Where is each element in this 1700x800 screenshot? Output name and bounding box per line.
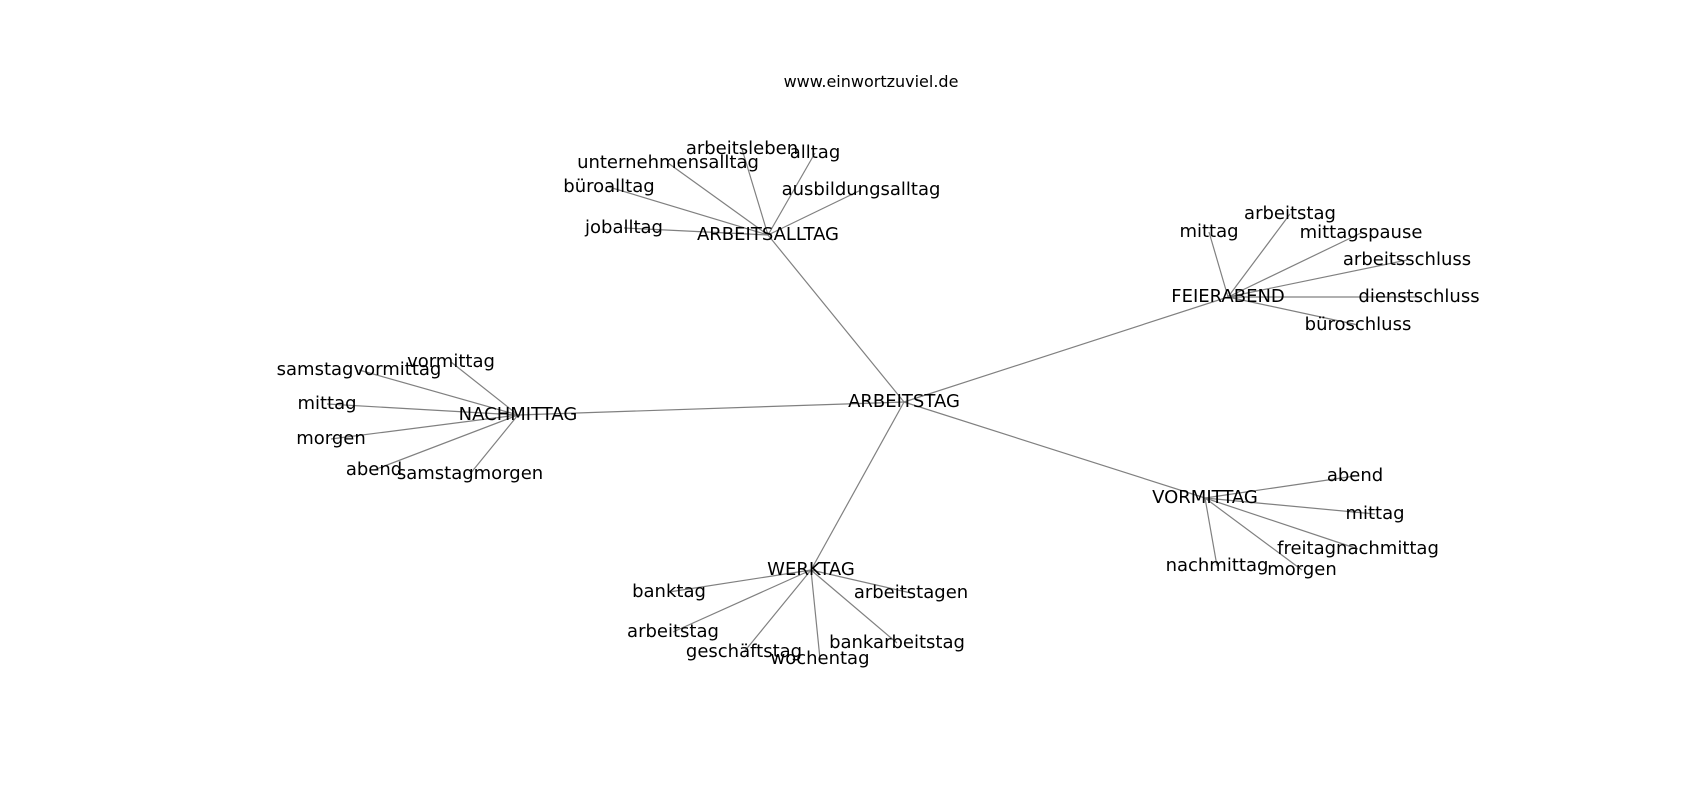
node-nachmittag-leaf: morgen xyxy=(296,428,366,449)
edge-center-nachmittag xyxy=(517,401,905,416)
node-feierabend: FEIERABEND xyxy=(1171,286,1285,307)
watermark-text: www.einwortzuviel.de xyxy=(783,72,959,91)
node-arbeitsalltag: ARBEITSALLTAG xyxy=(697,224,839,245)
edge-nachmittag-2 xyxy=(326,403,519,416)
node-werktag: WERKTAG xyxy=(767,559,855,580)
edge-vormittag-1 xyxy=(1204,497,1376,515)
node-arbeitsalltag-leaf: alltag xyxy=(790,142,841,163)
edge-werktag-4 xyxy=(743,569,812,653)
node-feierabend-leaf: mittagspause xyxy=(1300,222,1423,243)
node-werktag-leaf: bankarbeitstag xyxy=(829,632,965,653)
edge-feierabend-2 xyxy=(1227,232,1362,298)
edge-vormittag-4 xyxy=(1204,497,1303,571)
edge-feierabend-1 xyxy=(1227,213,1291,298)
node-center: ARBEITSTAG xyxy=(848,391,960,412)
edge-center-feierabend xyxy=(903,296,1229,403)
edge-nachmittag-3 xyxy=(330,414,519,440)
node-arbeitsalltag-leaf: unternehmensalltag xyxy=(577,152,759,173)
node-nachmittag: NACHMITTAG xyxy=(459,404,578,425)
node-feierabend-leaf: mittag xyxy=(1179,221,1238,242)
edge-center-arbeitsalltag xyxy=(767,234,905,403)
node-arbeitsalltag-leaf: arbeitsleben xyxy=(686,138,798,159)
edge-werktag-5 xyxy=(810,569,821,660)
node-nachmittag-leaf: vormittag xyxy=(407,351,495,372)
node-vormittag-leaf: morgen xyxy=(1267,559,1337,580)
edge-feierabend-0 xyxy=(1208,231,1229,298)
edge-center-werktag xyxy=(810,401,905,571)
node-feierabend-leaf: dienstschluss xyxy=(1358,286,1479,307)
edge-arbeitsalltag-0 xyxy=(667,162,769,236)
node-werktag-leaf: arbeitstagen xyxy=(854,582,968,603)
node-feierabend-leaf: arbeitstag xyxy=(1244,203,1336,224)
graph-edges xyxy=(326,148,1419,660)
edge-feierabend-3 xyxy=(1227,259,1408,298)
edge-arbeitsalltag-4 xyxy=(767,189,862,236)
edge-arbeitsalltag-1 xyxy=(741,148,769,236)
node-nachmittag-leaf: samstagmorgen xyxy=(397,463,543,484)
edge-nachmittag-0 xyxy=(358,369,519,416)
edge-werktag-2 xyxy=(672,569,812,633)
node-feierabend-leaf: büroschluss xyxy=(1305,314,1412,335)
node-feierabend-leaf: arbeitsschluss xyxy=(1343,249,1471,270)
node-nachmittag-leaf: mittag xyxy=(297,393,356,414)
node-vormittag-leaf: abend xyxy=(1327,465,1383,486)
node-vormittag-leaf: nachmittag xyxy=(1166,555,1269,576)
edge-arbeitsalltag-3 xyxy=(608,186,769,236)
node-arbeitsalltag-leaf: büroalltag xyxy=(563,176,654,197)
edge-vormittag-0 xyxy=(1204,475,1356,499)
edge-center-vormittag xyxy=(903,401,1206,499)
edge-arbeitsalltag-2 xyxy=(767,152,816,236)
node-werktag-leaf: wochentag xyxy=(770,648,869,669)
node-arbeitsalltag-leaf: ausbildungsalltag xyxy=(782,179,941,200)
edge-werktag-0 xyxy=(668,569,812,593)
edge-nachmittag-5 xyxy=(469,414,519,475)
edge-werktag-1 xyxy=(810,569,912,594)
edge-arbeitsalltag-5 xyxy=(623,227,769,236)
node-nachmittag-leaf: abend xyxy=(346,459,402,480)
node-vormittag-leaf: mittag xyxy=(1345,503,1404,524)
node-werktag-leaf: banktag xyxy=(632,581,706,602)
node-vormittag: VORMITTAG xyxy=(1152,487,1258,508)
edge-vormittag-3 xyxy=(1204,497,1218,567)
edge-feierabend-5 xyxy=(1227,296,1359,326)
node-werktag-leaf: geschäftstag xyxy=(686,641,802,662)
edge-nachmittag-1 xyxy=(450,361,519,416)
node-werktag-leaf: arbeitstag xyxy=(627,621,719,642)
graph-labels: ARBEITSTAG ARBEITSALLTAG unternehmensallta… xyxy=(277,138,1480,669)
edge-werktag-3 xyxy=(810,569,898,644)
edge-nachmittag-4 xyxy=(373,414,519,471)
node-arbeitsalltag-leaf: joballtag xyxy=(584,217,663,238)
node-nachmittag-leaf: samstagvormittag xyxy=(277,359,442,380)
node-vormittag-leaf: freitagnachmittag xyxy=(1277,538,1439,559)
edge-vormittag-2 xyxy=(1204,497,1359,550)
